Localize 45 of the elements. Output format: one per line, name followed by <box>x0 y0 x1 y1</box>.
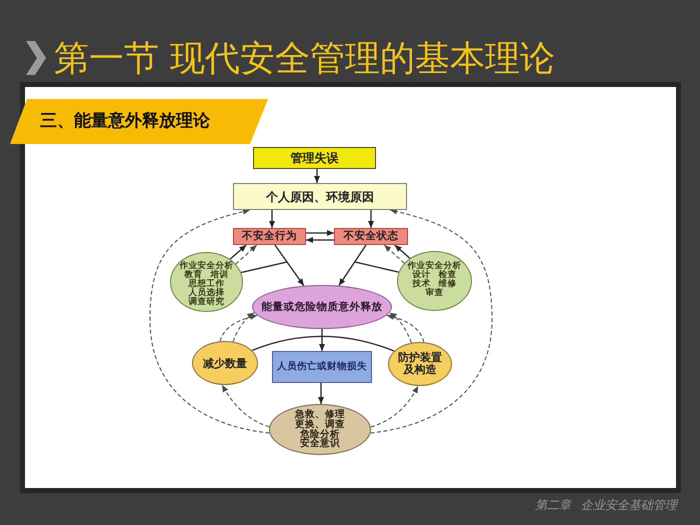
process-box: 个人原因、环境原因 <box>233 183 407 210</box>
node-label: 作业安全分析 <box>180 262 234 270</box>
arrow <box>230 244 247 260</box>
footer-text: 第二章 企业安全基础管理 <box>535 498 677 513</box>
line <box>354 261 399 273</box>
dashed-arrow <box>389 312 412 344</box>
section-banner: 三、能量意外释放理论 <box>10 99 268 144</box>
node-label: 设计 检查 <box>412 270 457 280</box>
node-label: 作业安全分析 <box>408 262 462 270</box>
process-box: 不安全行为 <box>233 228 306 245</box>
process-box: 人员伤亡或财物损失 <box>272 351 372 383</box>
dashed-arrow <box>220 314 258 342</box>
arrow <box>306 230 334 236</box>
node-label: 安全意识 <box>300 439 340 449</box>
node-label: 人员选择 <box>188 288 224 298</box>
node-label: 更换、调查 <box>295 420 345 430</box>
dashed-arrow <box>150 208 270 434</box>
arrow <box>368 210 374 228</box>
dashed-arrow <box>232 312 255 342</box>
process-box: 管理失误 <box>253 147 376 169</box>
arrow <box>318 383 324 404</box>
line <box>240 261 288 274</box>
dashed-arrow <box>370 385 419 428</box>
arrow <box>269 210 275 228</box>
node-label: 急救、修理 <box>295 410 345 420</box>
dashed-arrow <box>370 208 492 434</box>
dashed-arrow <box>235 244 258 265</box>
node-label: 思想工作 <box>188 280 224 288</box>
line <box>252 336 394 352</box>
node-label: 教育 培训 <box>184 270 229 280</box>
arrow <box>394 244 410 259</box>
node-label: 审查 <box>426 288 444 298</box>
arrow <box>338 244 367 286</box>
dashed-arrow <box>384 244 405 264</box>
arrow <box>274 244 304 286</box>
node-label: 调查研究 <box>188 298 224 306</box>
arrow <box>319 329 325 351</box>
arrow <box>306 237 334 243</box>
dashed-arrow <box>222 384 270 428</box>
node-label: 危险分析 <box>300 430 340 440</box>
dashed-arrow <box>386 314 424 343</box>
node-label: 技术 维修 <box>412 280 457 288</box>
page-title: 第一节 现代安全管理的基本理论 <box>54 38 556 80</box>
arrow <box>314 169 320 183</box>
process-box: 不安全状态 <box>334 228 408 245</box>
